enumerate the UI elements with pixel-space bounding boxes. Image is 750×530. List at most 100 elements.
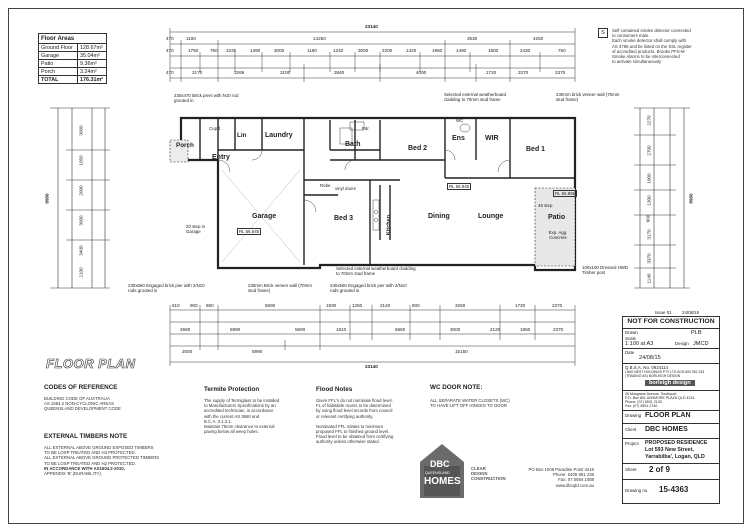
dim: 1420 [406, 48, 417, 53]
company-line: (TRADING AS) BORLEIGH DESIGN [625, 374, 681, 378]
client-value: DBC HOMES [645, 426, 688, 433]
logo-side: CLEAR DESIGN CONSTRUCTION [471, 466, 506, 482]
dim: 3170 [646, 229, 652, 240]
timbers-line: ALL EXTERNAL ABOVE GROUND PROTECTED TIMB… [44, 455, 160, 461]
brand-name: borleigh design [645, 380, 695, 386]
termite-text: The supply of Termiglass to be installed… [204, 398, 279, 434]
sheet-label: Sheet [625, 467, 637, 472]
dim: 2140 [380, 303, 391, 308]
dim: 3530 [467, 36, 478, 41]
timbers-line: ALL EXTERNAL ABOVE GROUND EXPOSED TIMBER… [44, 445, 154, 450]
dim: 3370 [646, 253, 652, 264]
dim: 1900 [646, 173, 652, 184]
dim: 800 [412, 303, 420, 308]
dim: 2000 [78, 185, 84, 196]
dim: 2660 [180, 327, 191, 332]
codes-line: AS 1684.2 NON-CYCLONIC AREAS [44, 401, 114, 407]
qbsa: Q.B.S.A. No. 0924114 [625, 365, 669, 370]
flood-line: Flood level to be obtained from certifyi… [316, 434, 394, 440]
flood-line: authority unless otherwise stated. [316, 439, 380, 445]
dbc-logo: DBC QUEENSLAND HOMES [416, 440, 468, 500]
note-brick-veneer-top: 230mm brick veneer wall (70mm stud frame… [556, 92, 620, 103]
client-label: Client [625, 427, 637, 432]
room-garage: Garage [252, 213, 277, 220]
dim: 3000 [78, 215, 84, 226]
room-bed2: Bed 2 [408, 145, 428, 152]
dim: 6660 [395, 327, 406, 332]
note-step: 20 step in Garage [186, 224, 206, 235]
rl-patio: RL 56.895 [553, 190, 578, 198]
termite-line: The supply of Termiglass to be installed [204, 398, 280, 403]
termite-line: B.C.A. 3.1.3.1. [204, 418, 232, 424]
dim: 470 [166, 48, 174, 53]
scale-label: Scale [625, 336, 636, 341]
room-wir: WIR [485, 135, 499, 142]
project-label: Project [625, 441, 639, 446]
logo-side-line: CONSTRUCTION [471, 476, 506, 482]
address-line: P.O. Box 801 ASHMORE PLAZA QLD 4214 [625, 396, 695, 400]
dim: 1720 [515, 303, 526, 308]
timbers-line: TO BE LOSP TREATED AND H2 PROTECTED. [44, 460, 136, 466]
flood-line: FL of habitable rooms to be determined [316, 403, 391, 409]
dim: 5990 [252, 349, 263, 354]
termite-line: Maintain 75mm clearance to external [204, 424, 275, 430]
dim: 5990 [230, 327, 241, 332]
dim: 3840 [334, 70, 345, 75]
wc-line: ALL SEPARATE WATER CLOSETS (WC) [430, 398, 510, 403]
room-lounge: Lounge [478, 213, 504, 220]
note-pier-bottom-mid: 230x560 Engaged brick pier with 2/N10 ro… [330, 283, 407, 294]
termite-line: to Manufacturers Specifications by an [204, 403, 276, 409]
dim: 2120 [490, 327, 501, 332]
smoke-line: to consumers main. [612, 33, 650, 39]
dim: 470 [166, 70, 174, 75]
rl-garage: RL 56.845 [237, 228, 262, 236]
logo-house-icon [420, 444, 464, 498]
note-fall: 45 step [538, 203, 553, 208]
title-block: NOT FOR CONSTRUCTION Drawn PLB Scale 1:1… [622, 316, 720, 504]
wc-heading: WC DOOR NOTE: [430, 384, 483, 391]
drawing-value: FLOOR PLAN [645, 412, 691, 419]
dim: 760 [210, 48, 218, 53]
dim: 2000 [182, 349, 193, 354]
page-title: FLOOR PLAN [46, 356, 136, 372]
note-weatherboard-top: Selected external weatherboard cladding … [444, 92, 506, 103]
design-label: Design [675, 341, 689, 346]
dim-right-overall: 8950 [688, 193, 694, 204]
logo-top: DBC [430, 459, 450, 469]
contact: PO Box 1008 Paradise Point 4216 Phone: 0… [512, 467, 594, 488]
dim: 1720 [486, 70, 497, 75]
dim: 15150 [455, 349, 468, 354]
room-entry: Entry [212, 154, 230, 161]
dim: 3000 [450, 327, 461, 332]
room-cupd: Cup'd [209, 126, 221, 131]
dim: 2370 [555, 70, 566, 75]
dim: 4000 [416, 70, 427, 75]
dim: 3000 [274, 48, 285, 53]
note-pier-bottom-left: 230x560 Engaged brick pier with 2/N10 ro… [128, 283, 205, 294]
issue-date: 24/08/15 [682, 310, 700, 315]
dim: 1850 [520, 327, 531, 332]
flood-line: Given FFL's do not nominate flood level. [316, 398, 393, 403]
dim: 5690 [265, 303, 276, 308]
room-bed1: Bed 1 [526, 146, 546, 153]
area-value: 176.31m² [77, 75, 107, 84]
dim: 1930 [326, 303, 337, 308]
dim: 470 [166, 36, 174, 41]
design-value: JMCD [693, 341, 709, 347]
flood-line: proposed FFL to finished ground level. [316, 429, 390, 435]
smoke-line: Smoke Alarms to be interconnected [612, 54, 680, 60]
dim: 610 [172, 303, 180, 308]
codes-heading: CODES OF REFERENCE [44, 384, 118, 391]
dim: 1250 [352, 303, 363, 308]
dim: 1035 [226, 48, 237, 53]
smoke-line: of accredited products, Brooks PFS-M [612, 48, 685, 54]
dim: 900 [645, 214, 651, 223]
dim: 860 [206, 303, 214, 308]
drawing-label: Drawing [625, 413, 642, 418]
smoke-badge: S [598, 28, 608, 38]
dim: 1140 [646, 273, 652, 284]
scale-value: 1:100 at A3 [625, 341, 654, 347]
room-porch: Porch [176, 142, 194, 149]
